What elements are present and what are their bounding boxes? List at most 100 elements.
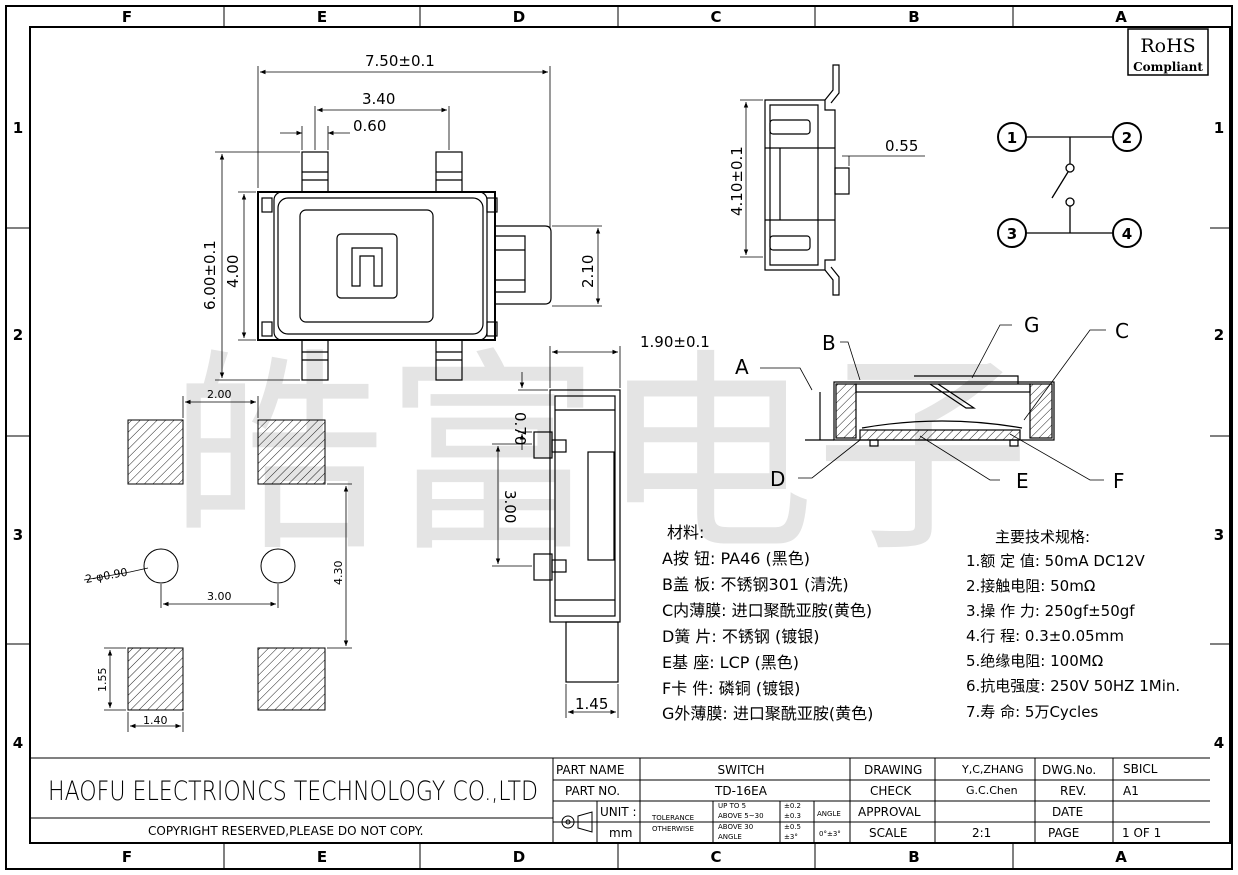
spec-item: 2.接触电阻: 50mΩ (966, 577, 1095, 595)
material-item: A按 钮: PA46 (黑色) (662, 549, 810, 568)
top-view (257, 151, 552, 381)
top-dim-labels: 7.50±0.1 3.40 0.60 6.00±0.1 4.00 2.10 (201, 52, 597, 310)
dim-front-145: 1.45 (575, 695, 608, 713)
svg-text:SBICL: SBICL (1123, 762, 1158, 776)
dim-hole-pitch: 3.00 (207, 590, 232, 603)
svg-text:1: 1 (1007, 129, 1017, 147)
pin-3-icon (997, 218, 1027, 248)
svg-text:ABOVE 30: ABOVE 30 (718, 823, 753, 831)
row-label: 3 (1214, 526, 1224, 544)
section-labels: A B C D E F G (735, 313, 1129, 493)
pcb-dims (83, 396, 352, 732)
title-block-grid (30, 757, 1210, 843)
row-label: 4 (13, 734, 23, 752)
dim-side-height: 4.10±0.1 (728, 146, 746, 216)
label-b: B (822, 331, 836, 355)
svg-text:1 OF 1: 1 OF 1 (1122, 826, 1161, 840)
dim-pin-width: 0.60 (353, 117, 386, 135)
pad (127, 419, 184, 485)
col-label: F (122, 8, 132, 26)
pin-2-icon (1112, 122, 1142, 152)
label-d: D (770, 467, 785, 491)
svg-text:2:1: 2:1 (972, 826, 991, 840)
pcb-layout (127, 419, 326, 711)
company-name: HAOFU ELECTRIONCS TECHNOLOGY CO.,LTD (48, 776, 538, 807)
material-item: B盖 板: 不锈钢301 (清洗) (662, 575, 849, 594)
hole (143, 548, 179, 584)
hole (260, 548, 296, 584)
row-label: 4 (1214, 734, 1224, 752)
col-label: D (513, 848, 525, 866)
svg-text:DWG.No.: DWG.No. (1042, 763, 1096, 777)
front-dims (492, 346, 621, 718)
row-label: 1 (13, 119, 23, 137)
svg-text:APPROVAL: APPROVAL (858, 805, 921, 819)
switch-schematic (997, 122, 1142, 248)
svg-text:Compliant: Compliant (1133, 60, 1203, 74)
spec-item: 5.绝缘电阻: 100MΩ (966, 652, 1103, 670)
svg-text:Y,C,ZHANG: Y,C,ZHANG (961, 763, 1023, 776)
svg-text:REV.: REV. (1060, 784, 1086, 798)
svg-text:ANGLE: ANGLE (718, 833, 742, 841)
schematic-labels: 1 2 3 4 (1007, 129, 1132, 243)
svg-text:mm: mm (609, 826, 632, 840)
svg-text:2: 2 (1122, 129, 1132, 147)
svg-text:DRAWING: DRAWING (864, 763, 922, 777)
pad (257, 419, 326, 485)
label-c: C (1115, 319, 1129, 343)
svg-text:CHECK: CHECK (870, 784, 912, 798)
front-view (533, 389, 621, 683)
pin-4-icon (1112, 218, 1142, 248)
dim-width: 7.50±0.1 (365, 52, 435, 70)
section-view (805, 375, 1055, 447)
zone-labels: F E D C B A F E D C B A 1 2 3 4 1 2 3 4 (13, 8, 1224, 866)
side-dim-labels: 4.10±0.1 0.55 (728, 137, 918, 216)
svg-text:DATE: DATE (1052, 805, 1083, 819)
material-item: C内薄膜: 进口聚酰亚胺(黄色) (662, 601, 872, 620)
dim-pad-h: 1.55 (96, 668, 109, 693)
pin-1-icon (997, 122, 1027, 152)
specs-title: 主要技术规格: (995, 528, 1090, 546)
svg-text:PART NO.: PART NO. (565, 784, 620, 798)
dim-front-depth: 1.90±0.1 (640, 333, 710, 351)
svg-text:TD-16EA: TD-16EA (714, 784, 768, 798)
dim-side-pin: 0.55 (885, 137, 918, 155)
title-block-text: HAOFU ELECTRIONCS TECHNOLOGY CO.,LTD COP… (48, 762, 1161, 841)
svg-text:±0.2: ±0.2 (784, 802, 801, 810)
svg-text:OTHERWISE: OTHERWISE (652, 825, 694, 833)
material-item: F卡 件: 磷铜 (镀银) (662, 679, 800, 698)
svg-text:G.C.Chen: G.C.Chen (966, 784, 1018, 797)
copyright: COPYRIGHT RESERVED,PLEASE DO NOT COPY. (148, 824, 423, 838)
projection-symbol-icon (558, 811, 593, 833)
col-label: F (122, 848, 132, 866)
col-label: A (1115, 848, 1127, 866)
svg-text:0°±3°: 0°±3° (819, 830, 841, 838)
side-dims (740, 99, 925, 258)
materials-list: 材料: A按 钮: PA46 (黑色) B盖 板: 不锈钢301 (清洗) C内… (662, 523, 873, 723)
svg-text:±0.5: ±0.5 (784, 823, 801, 831)
svg-text:UP TO 5: UP TO 5 (718, 802, 746, 810)
col-label: C (710, 8, 721, 26)
svg-text:ABOVE 5~30: ABOVE 5~30 (718, 812, 764, 820)
dim-hole: 2-φ0.90 (84, 566, 128, 586)
material-item: D簧 片: 不锈钢 (镀银) (662, 627, 819, 646)
rohs-badge: RoHS Compliant (1127, 28, 1209, 76)
label-a: A (735, 355, 749, 379)
specs-list: 主要技术规格: 1.额 定 值: 50mA DC12V 2.接触电阻: 50mΩ… (966, 528, 1180, 721)
svg-text:A1: A1 (1123, 784, 1139, 798)
section-leaders (760, 324, 1106, 481)
label-e: E (1016, 469, 1029, 493)
col-label: B (908, 8, 919, 26)
svg-text:4: 4 (1122, 225, 1132, 243)
material-item: G外薄膜: 进口聚酰亚胺(黄色) (662, 704, 873, 723)
label-g: G (1024, 313, 1040, 337)
pad (257, 647, 326, 711)
svg-text:UNIT :: UNIT : (600, 805, 637, 819)
svg-text:TOLERANCE: TOLERANCE (651, 814, 694, 822)
dim-pad-gap: 2.00 (207, 388, 232, 401)
svg-text:3: 3 (1007, 225, 1017, 243)
pad (127, 647, 184, 711)
dim-body-height: 6.00±0.1 (201, 240, 219, 310)
col-label: A (1115, 8, 1127, 26)
